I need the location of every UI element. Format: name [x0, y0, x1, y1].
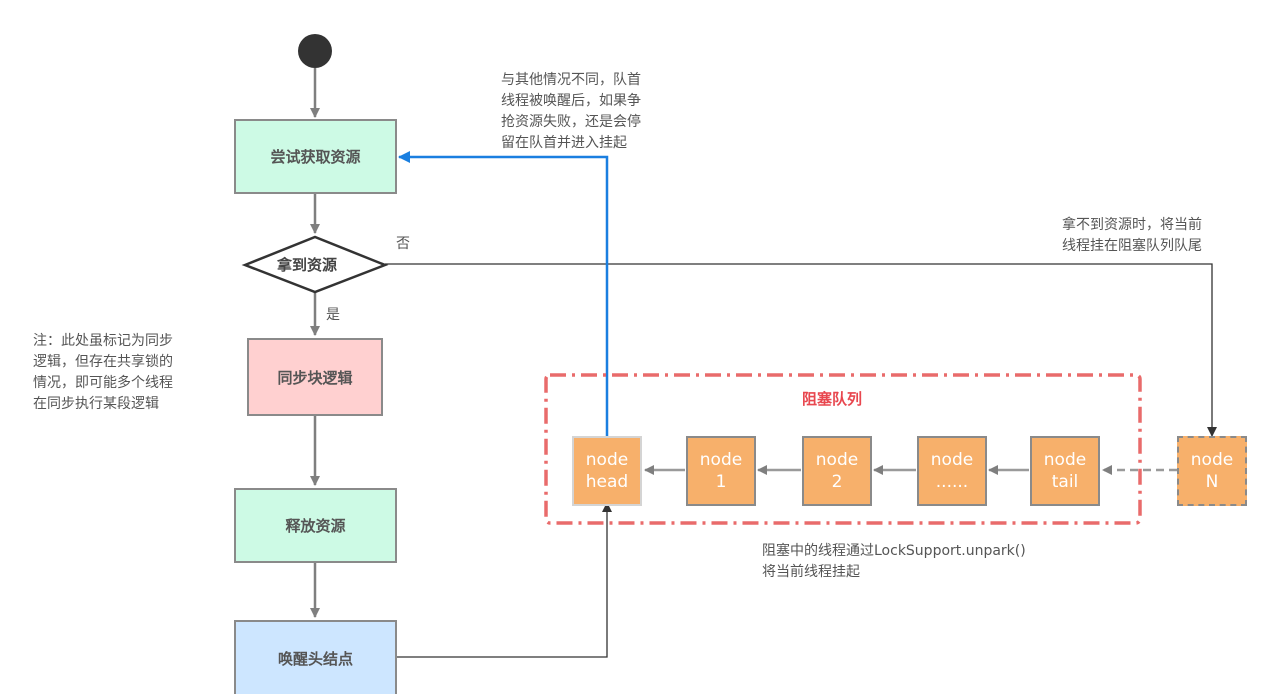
node-line1: node — [699, 450, 743, 470]
top-note-line: 抢资源失败，还是会停 — [501, 114, 641, 130]
bottom-note-line: 阻塞中的线程通过LockSupport.unpark() — [762, 543, 1026, 559]
arrow-no-to-node-n — [385, 263, 1217, 437]
node-line1: node — [930, 450, 974, 470]
top-note-line: 留在队首并进入挂起 — [501, 135, 627, 151]
blocking-queue-border — [544, 373, 1142, 525]
queue-node-head: node head — [572, 436, 642, 506]
top-note-line: 与其他情况不同，队首 — [501, 72, 641, 88]
wake-head-box: 唤醒头结点 — [234, 620, 397, 694]
left-note-line: 情况，即可能多个线程 — [33, 375, 173, 391]
sync-block-box: 同步块逻辑 — [247, 338, 383, 416]
node-line2: 1 — [715, 472, 727, 492]
left-note-line: 逻辑，但存在共享锁的 — [33, 354, 173, 370]
queue-node-tail: node tail — [1030, 436, 1100, 506]
no-branch-label: 否 — [396, 236, 410, 252]
node-line1: node — [1043, 450, 1087, 470]
decision-diamond — [241, 235, 389, 294]
node-line2: N — [1205, 472, 1219, 492]
right-note-line: 线程挂在阻塞队列队尾 — [1062, 238, 1202, 254]
queue-node-1: node 1 — [686, 436, 756, 506]
node-line2: ...... — [935, 472, 969, 492]
node-line2: tail — [1051, 472, 1079, 492]
yes-branch-label: 是 — [326, 307, 340, 323]
decision-label: 拿到资源 — [277, 256, 338, 274]
top-note-line: 线程被唤醒后，如果争 — [501, 93, 641, 109]
queue-node-dots: node ...... — [917, 436, 987, 506]
start-node — [298, 34, 332, 68]
right-note-line: 拿不到资源时，将当前 — [1062, 217, 1202, 233]
bottom-note-line: 将当前线程挂起 — [762, 564, 860, 580]
queue-node-2: node 2 — [802, 436, 872, 506]
node-line1: node — [815, 450, 859, 470]
node-line2: 2 — [831, 472, 843, 492]
queue-node-n: node N — [1177, 436, 1247, 506]
arrow-wake-to-head — [397, 502, 612, 658]
node-line2: head — [585, 472, 629, 492]
try-acquire-box: 尝试获取资源 — [234, 119, 397, 194]
node-line1: node — [1190, 450, 1234, 470]
node-line1: node — [585, 450, 629, 470]
release-box: 释放资源 — [234, 488, 397, 563]
left-note-line: 在同步执行某段逻辑 — [33, 396, 159, 412]
left-note-line: 注：此处虽标记为同步 — [33, 333, 173, 349]
arrow-head-to-try — [398, 151, 609, 437]
blocking-queue-title: 阻塞队列 — [802, 390, 863, 408]
